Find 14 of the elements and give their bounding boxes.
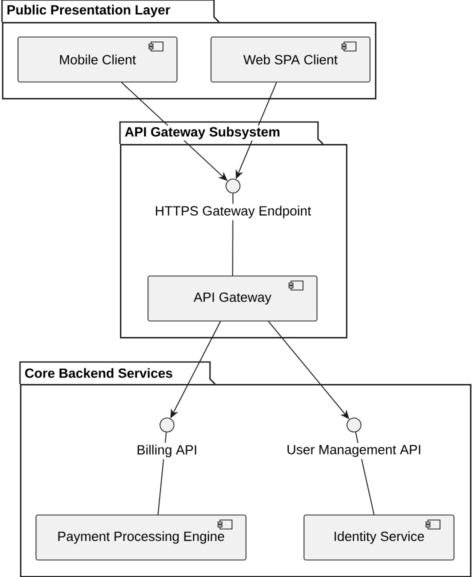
component-box: Web SPA Client — [210, 36, 370, 82]
component-box: Identity Service — [304, 514, 454, 560]
component-box: Mobile Client — [18, 36, 178, 82]
component-box: Payment Processing Engine — [36, 514, 246, 560]
package-title: Public Presentation Layer — [5, 3, 172, 19]
package-title: API Gateway Subsystem — [123, 125, 282, 141]
interface-label: HTTPS Gateway Endpoint — [152, 204, 314, 220]
package-title: Core Backend Services — [23, 366, 174, 380]
interface-circle — [160, 418, 174, 432]
component-box: API Gateway — [148, 276, 318, 322]
interface-circle — [226, 178, 240, 194]
interface-circle — [346, 418, 362, 432]
interface-label: Billing API — [134, 442, 200, 460]
interface-label: User Management API — [284, 443, 424, 459]
